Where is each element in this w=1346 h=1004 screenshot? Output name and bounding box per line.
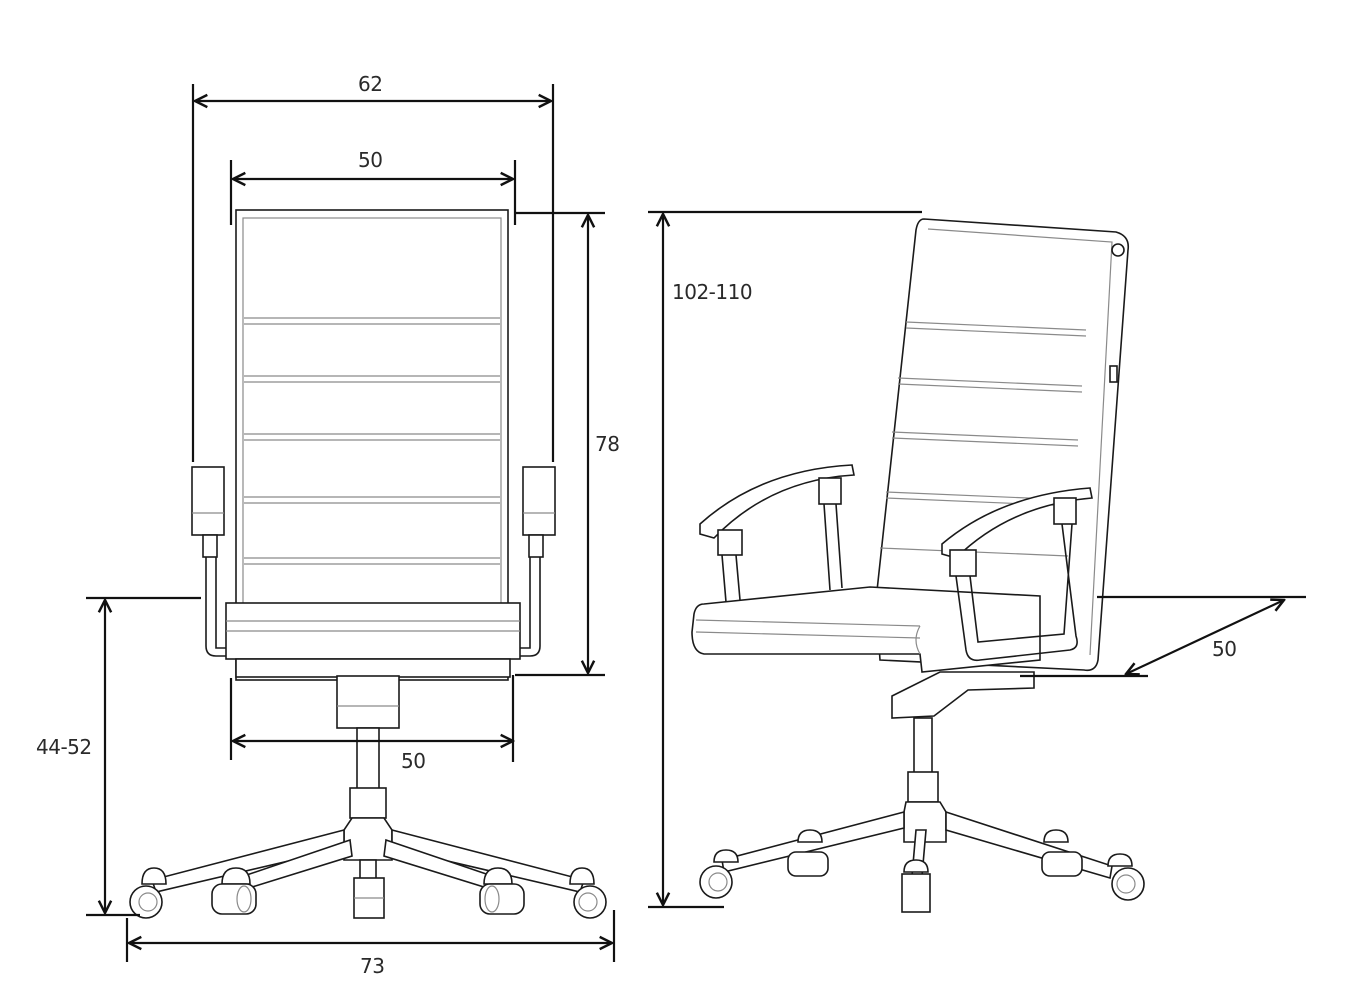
front-dimension-lines <box>86 84 616 962</box>
front-armrest-left <box>191 466 228 657</box>
front-gas-lift <box>336 675 400 861</box>
caster <box>787 829 829 877</box>
front-casters <box>129 867 607 919</box>
side-dimension-lines <box>648 210 1306 909</box>
backrest-width-label: 50 <box>358 148 383 172</box>
caster <box>129 867 167 919</box>
base-width-label: 73 <box>360 954 385 978</box>
overall-height-label: 102-110 <box>672 280 753 304</box>
side-armrest-left <box>699 464 855 603</box>
seat-height-label: 44-52 <box>36 735 92 759</box>
side-view-chair <box>691 218 1145 913</box>
caster <box>353 877 385 919</box>
front-armrest-right <box>518 466 556 657</box>
seat-depth-label: 50 <box>1212 637 1237 661</box>
side-gas-lift <box>903 717 947 843</box>
side-mechanism <box>891 671 1035 719</box>
side-armrest-right <box>941 487 1093 662</box>
front-view-chair <box>129 209 607 919</box>
caster <box>1107 853 1145 901</box>
caster <box>699 849 739 899</box>
seat-width-label: 50 <box>401 749 426 773</box>
front-backrest <box>235 209 509 681</box>
front-seat <box>225 602 521 678</box>
caster <box>479 867 525 915</box>
caster <box>211 867 257 915</box>
side-casters <box>699 829 1145 913</box>
overall-width-label: 62 <box>358 72 383 96</box>
caster <box>1041 829 1083 877</box>
side-backrest <box>875 218 1130 672</box>
side-seat <box>691 586 1041 673</box>
caster <box>569 867 607 919</box>
caster <box>901 859 931 913</box>
backrest-height-label: 78 <box>595 432 620 456</box>
